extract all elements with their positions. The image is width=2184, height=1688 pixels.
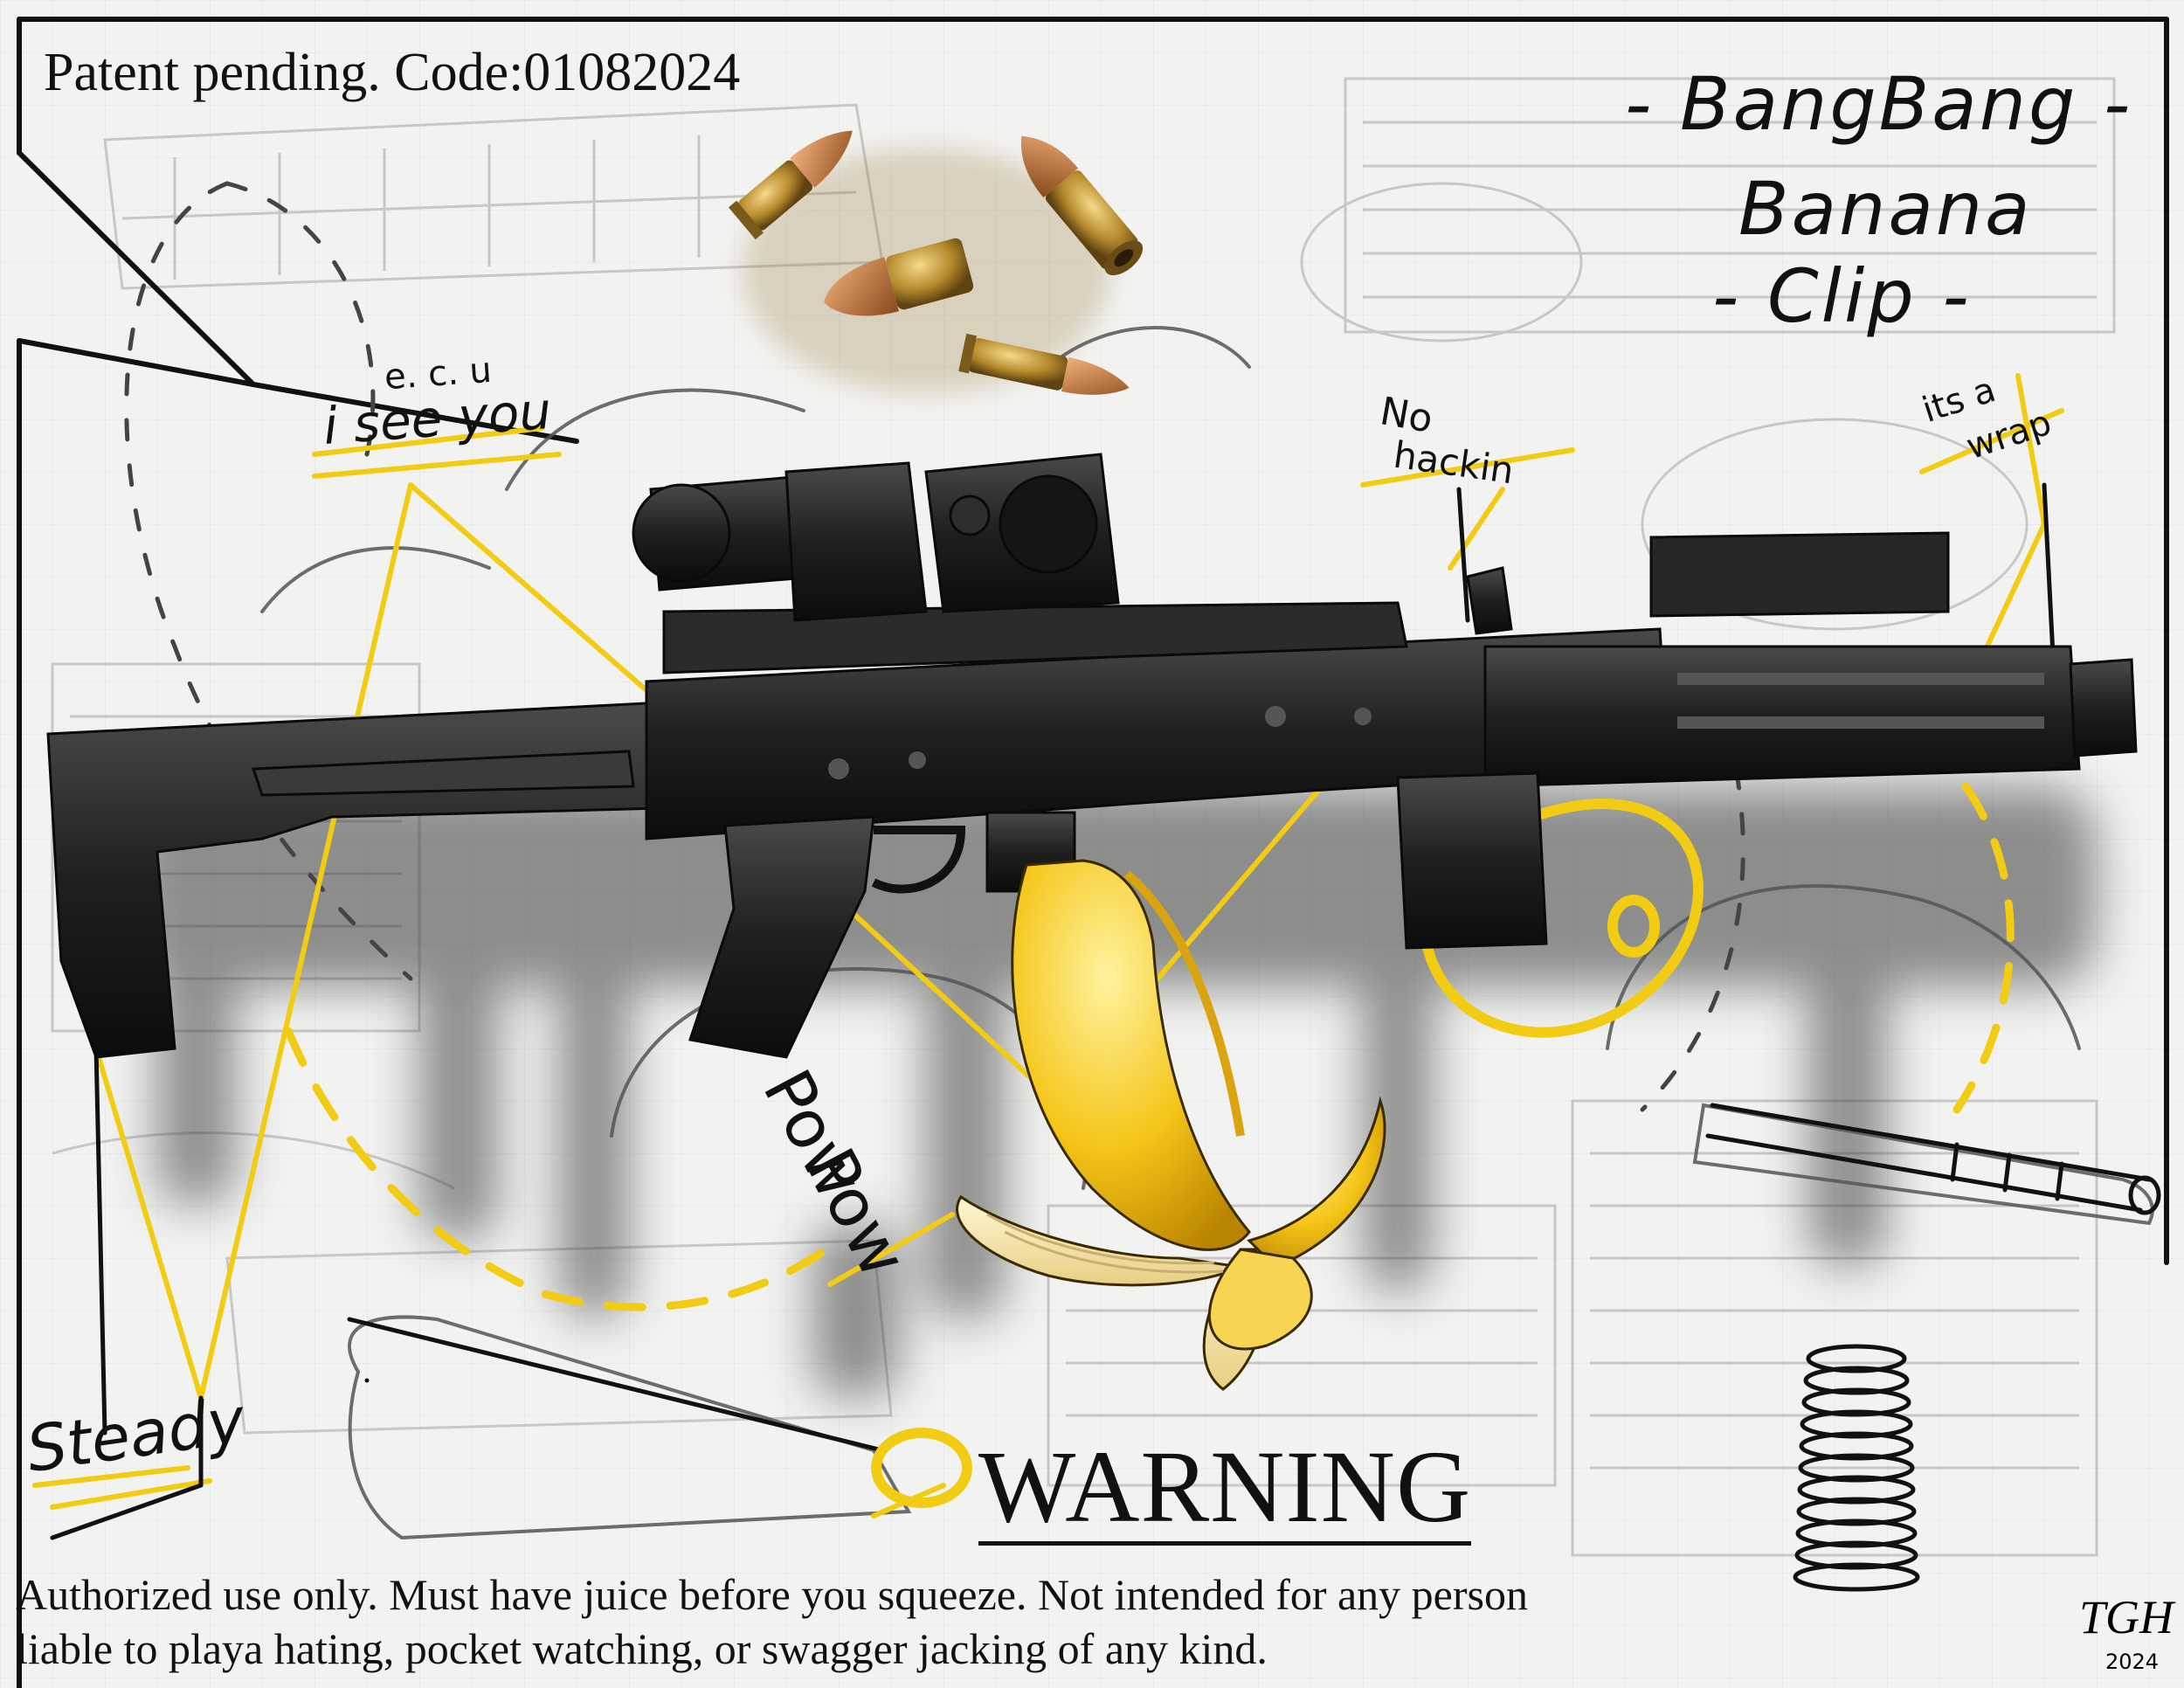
yellow-circles: [871, 799, 1704, 1508]
bullet-icon: [728, 130, 1144, 395]
patent-code-text: Patent pending. Code:01082024: [44, 43, 741, 102]
signature-year: 2024: [2105, 1650, 2160, 1674]
title-line-1: - BangBang -: [1625, 61, 2133, 147]
rifle-illustration: [46, 453, 2138, 1059]
blueprint-schematic: [51, 77, 2116, 1557]
rod-icon: [1705, 1103, 2161, 1215]
banana-magazine-icon: [956, 859, 1386, 1391]
title-line-2: Banana: [1738, 166, 2033, 252]
warning-text-line-1: Authorized use only. Must have juice bef…: [16, 1570, 1528, 1619]
title-line-3: - Clip -: [1712, 253, 1972, 339]
sketch-outlines: [260, 326, 2154, 1540]
warning-heading: WARNING: [978, 1429, 1472, 1546]
frame-lines: [17, 17, 2169, 1688]
spring-icon: [1793, 1344, 1920, 1592]
artist-signature: TGH: [2079, 1591, 2174, 1643]
warning-text-line-2: liable to playa hating, pocket watching,…: [16, 1624, 1268, 1673]
